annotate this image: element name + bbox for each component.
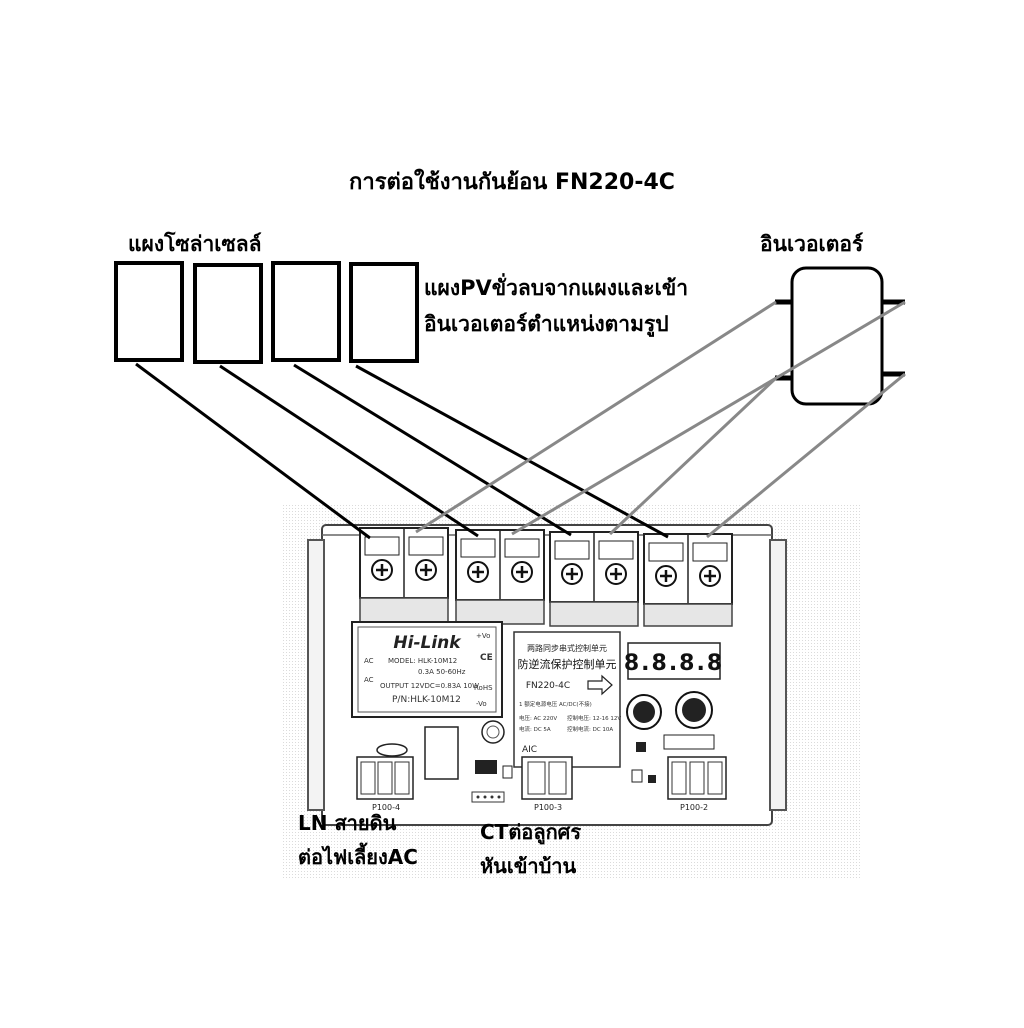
ct-note-line-2: หันเข้าบ้าน xyxy=(480,854,577,878)
seven-segment-display: 8.8.8.8 xyxy=(624,642,724,680)
inverter-wire-3 xyxy=(608,376,778,536)
port-label-p100-2: P100-2 xyxy=(680,803,708,812)
terminal-screw-icon[interactable] xyxy=(699,565,721,587)
inverter-wires xyxy=(415,300,906,539)
inverter-wire-4 xyxy=(706,372,906,539)
connector-p100-3 xyxy=(521,756,573,800)
terminal-screws xyxy=(371,559,721,587)
controller-board: Hi-Link MODEL: HLK-10M12 0.3A 50-60Hz OU… xyxy=(282,505,862,880)
controller-label-panel: 两路同步串式控制单元 防逆流保护控制单元 FN220-4C 1 额定电源电压 A… xyxy=(513,631,621,768)
label-arrow-icon xyxy=(587,674,613,696)
label-ac-mark: AIC xyxy=(522,745,537,755)
inverter-box xyxy=(775,266,905,406)
label-model: FN220-4C xyxy=(526,681,570,691)
inverter-label: อินเวอเตอร์ xyxy=(760,232,864,256)
terminal-screw-icon[interactable] xyxy=(511,561,533,583)
panel-wire-1 xyxy=(135,362,371,540)
solar-panel-array xyxy=(114,261,419,364)
inverter-wire-2 xyxy=(511,300,906,536)
module-ac2-text: AC xyxy=(364,676,374,684)
terminal-screw-icon[interactable] xyxy=(655,565,677,587)
module-vplus-text: +Vo xyxy=(476,632,490,640)
pv-wiring-note: แผงPVขั่วลบจากแผงและเข้า อินเวอเตอร์ตำแห… xyxy=(424,270,688,342)
module-ac1-text: AC xyxy=(364,657,374,665)
label-spec-col2-b: 控制电流: DC 10A xyxy=(567,725,613,733)
ct-note: CTต่อลูกศร หันเข้าบ้าน xyxy=(480,815,581,883)
connector-p100-2 xyxy=(667,756,727,800)
label-cn-header: 两路同步串式控制单元 xyxy=(527,643,607,653)
ct-note-line-1: CTต่อลูกศร xyxy=(480,820,582,844)
port-label-p100-4: P100-4 xyxy=(372,803,400,812)
pv-note-line-2: อินเวอเตอร์ตำแหน่งตามรูป xyxy=(424,312,669,336)
module-ce-mark: CE xyxy=(480,653,493,663)
module-rohs-mark: RoHS xyxy=(474,684,493,692)
panel-wire-4 xyxy=(355,364,669,539)
port-label-p100-3: P100-3 xyxy=(534,803,562,812)
hilink-power-module: Hi-Link MODEL: HLK-10M12 0.3A 50-60Hz OU… xyxy=(351,621,503,718)
label-spec-col2-a: 控制电压: 12-16 12V xyxy=(567,714,621,722)
terminal-screw-icon[interactable] xyxy=(371,559,393,581)
module-model-text: MODEL: HLK-10M12 xyxy=(388,657,457,665)
module-brand: Hi-Link xyxy=(393,633,462,653)
inverter-body xyxy=(790,266,884,406)
terminal-screw-icon[interactable] xyxy=(467,561,489,583)
adjust-knob-right[interactable] xyxy=(675,691,713,729)
solar-panel-3 xyxy=(271,261,341,362)
board-left-rail xyxy=(307,539,325,811)
diagram-title: การต่อใช้งานกันย้อน FN220-4C xyxy=(349,170,675,195)
label-spec-col1-a: 电压: AC 220V xyxy=(519,714,557,722)
solar-panel-1 xyxy=(114,261,184,362)
ln-power-note: LN สายดิน ต่อไฟเลี้ยงAC xyxy=(298,806,418,874)
terminal-screw-icon[interactable] xyxy=(561,563,583,585)
panel-wire-3 xyxy=(293,363,572,537)
panel-wires xyxy=(135,362,669,540)
module-part-text: P/N:HLK-10M12 xyxy=(392,695,461,705)
solar-panel-2 xyxy=(193,263,263,364)
label-spec-col1-b: 电流: DC 5A xyxy=(519,725,551,733)
pv-note-line-1: แผงPVขั่วลบจากแผงและเข้า xyxy=(424,276,688,300)
module-input-text: 0.3A 50-60Hz xyxy=(418,668,466,676)
module-output-text: OUTPUT 12VDC=0.83A 10W xyxy=(380,682,479,690)
pin-header xyxy=(471,791,505,803)
terminal-screw-icon[interactable] xyxy=(415,559,437,581)
adjust-knob-left[interactable] xyxy=(626,694,662,730)
terminal-block-2 xyxy=(455,529,545,625)
terminal-screw-icon[interactable] xyxy=(605,563,627,585)
inverter-wire-1 xyxy=(415,300,777,534)
solar-panel-4 xyxy=(349,262,419,363)
label-spec-line: 1 额定电源电压 AC/DC(不接) xyxy=(519,700,592,708)
connector-p100-4 xyxy=(356,756,414,800)
ln-note-line-1: LN สายดิน xyxy=(298,811,397,835)
panel-wire-2 xyxy=(219,364,479,538)
display-readout: 8.8.8.8 xyxy=(624,651,724,676)
module-vminus-text: -Vo xyxy=(476,700,487,708)
board-components xyxy=(376,720,715,803)
solar-panels-label: แผงโซล่าเซลล์ xyxy=(128,232,262,256)
ln-note-line-2: ต่อไฟเลี้ยงAC xyxy=(298,845,418,869)
board-right-rail xyxy=(769,539,787,811)
label-cn-title: 防逆流保护控制单元 xyxy=(518,657,617,671)
